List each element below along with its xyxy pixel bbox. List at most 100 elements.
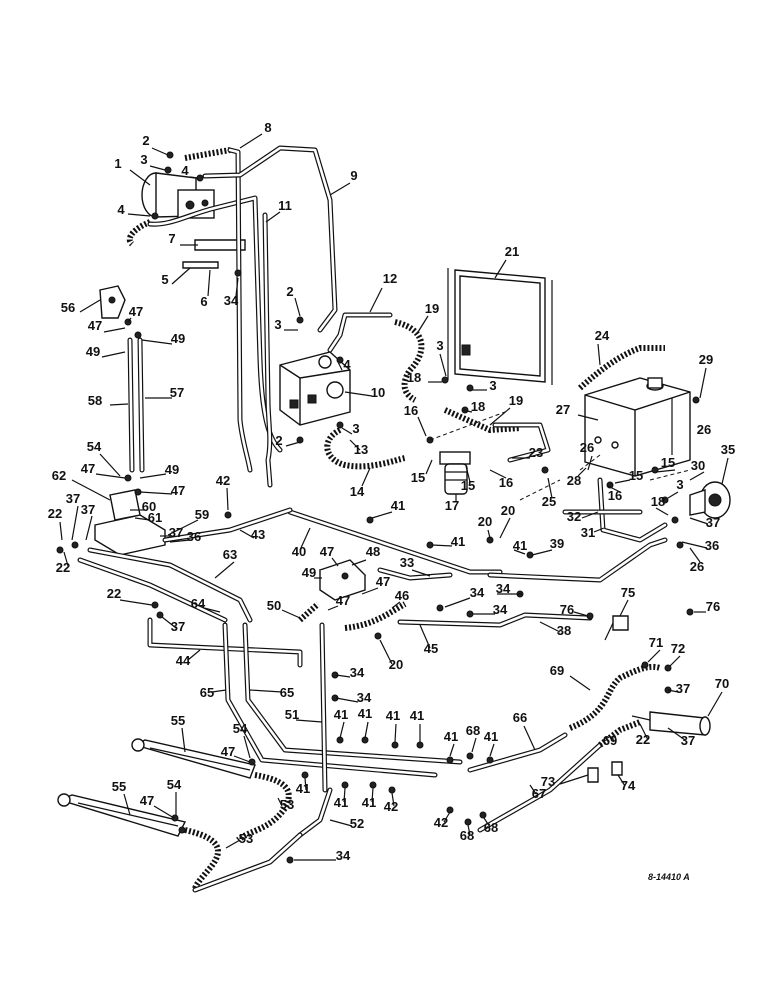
callout-label: 28: [567, 473, 581, 488]
callout-label: 8: [264, 120, 271, 135]
callout-label: 34: [493, 602, 508, 617]
callout-label: 44: [176, 653, 191, 668]
drawing-code: 8-14410 A: [648, 872, 690, 882]
filter-assembly: [439, 451, 471, 495]
callout-label: 25: [542, 494, 556, 509]
callout-label: 29: [699, 352, 713, 367]
callout-label: 3: [436, 338, 443, 353]
callout-label: 22: [48, 506, 62, 521]
tube-12: [327, 312, 393, 353]
callout-label: 42: [384, 799, 398, 814]
callout-label: 16: [404, 403, 418, 418]
callout-label: 13: [354, 442, 368, 457]
callout-label: 49: [171, 331, 185, 346]
callout-label: 3: [140, 152, 147, 167]
callout-label: 16: [608, 488, 622, 503]
callout-label: 34: [357, 690, 372, 705]
callout-label: 36: [187, 529, 201, 544]
callout-label: 15: [661, 455, 675, 470]
callout-label: 47: [171, 483, 185, 498]
callout-label: 47: [376, 574, 390, 589]
callout-label: 18: [471, 399, 485, 414]
hose-46: [344, 601, 407, 631]
callout-label: 3: [676, 477, 683, 492]
callout-label: 26: [580, 440, 594, 455]
callout-label: 37: [676, 681, 690, 696]
callout-label: 40: [292, 544, 306, 559]
hose-53-upper: [236, 772, 292, 843]
callout-label: 20: [478, 514, 492, 529]
callout-label: 2: [286, 284, 293, 299]
callout-label: 47: [221, 744, 235, 759]
hydraulic-reservoir: [584, 377, 691, 477]
lift-cylinder-lower: [57, 793, 187, 837]
callout-label: 41: [484, 729, 498, 744]
hose-14: [324, 427, 406, 470]
distribution-valve: [318, 559, 367, 601]
callout-label: 3: [352, 421, 359, 436]
hose-53-lower: [184, 827, 221, 891]
callout-label: 3: [489, 378, 496, 393]
callout-label: 72: [671, 641, 685, 656]
callout-label: 41: [386, 708, 400, 723]
callout-label: 43: [251, 527, 265, 542]
callout-label: 42: [434, 815, 448, 830]
callout-label: 67: [532, 786, 546, 801]
callout-label: 49: [302, 565, 316, 580]
callout-label: 63: [223, 547, 237, 562]
bracket-75: [604, 615, 629, 641]
callout-label: 76: [560, 602, 574, 617]
callout-label: 52: [350, 816, 364, 831]
callout-label: 50: [267, 598, 281, 613]
callout-label: 27: [556, 402, 570, 417]
hose-69-lower: [598, 719, 642, 748]
callout-label: 47: [336, 593, 350, 608]
callout-label: 68: [484, 820, 498, 835]
callout-label: 47: [81, 461, 95, 476]
tube-52: [297, 787, 333, 838]
callout-label: 41: [410, 708, 424, 723]
leader-lines: [59, 133, 729, 861]
callout-label: 65: [280, 685, 294, 700]
callout-label: 68: [460, 828, 474, 843]
tube-40: [287, 509, 503, 575]
callout-label: 48: [366, 544, 380, 559]
callout-label: 37: [681, 733, 695, 748]
callout-label: 55: [112, 779, 126, 794]
callout-label: 31: [581, 525, 595, 540]
callout-label: 71: [649, 635, 663, 650]
callout-label: 75: [621, 585, 635, 600]
callout-label: 41: [334, 707, 348, 722]
remote-valve: [99, 285, 126, 319]
callout-label: 55: [171, 713, 185, 728]
hose-69: [568, 663, 661, 731]
callout-label: 36: [705, 538, 719, 553]
callout-label: 34: [496, 581, 511, 596]
pump-bracket: [182, 239, 246, 269]
callout-label: 74: [621, 778, 636, 793]
callout-label: 41: [444, 729, 458, 744]
callout-label: 49: [86, 344, 100, 359]
callout-label: 23: [529, 445, 543, 460]
callout-label: 21: [505, 244, 519, 259]
callout-label: 15: [461, 478, 475, 493]
callout-label: 54: [87, 439, 102, 454]
callout-label: 37: [66, 491, 80, 506]
callout-label: 4: [181, 163, 189, 178]
callout-label: 61: [148, 510, 162, 525]
callout-label: 73: [541, 774, 555, 789]
callout-label: 30: [691, 458, 705, 473]
callout-label: 1: [114, 156, 121, 171]
hose-8: [184, 147, 231, 161]
callout-label: 65: [200, 685, 214, 700]
callout-label: 68: [466, 723, 480, 738]
callout-label: 62: [52, 468, 66, 483]
callout-label: 42: [216, 473, 230, 488]
callout-label: 20: [389, 657, 403, 672]
callout-label: 47: [320, 544, 334, 559]
callout-label: 54: [233, 721, 248, 736]
pump-suction-hose: [126, 219, 152, 247]
callout-label: 32: [567, 509, 581, 524]
